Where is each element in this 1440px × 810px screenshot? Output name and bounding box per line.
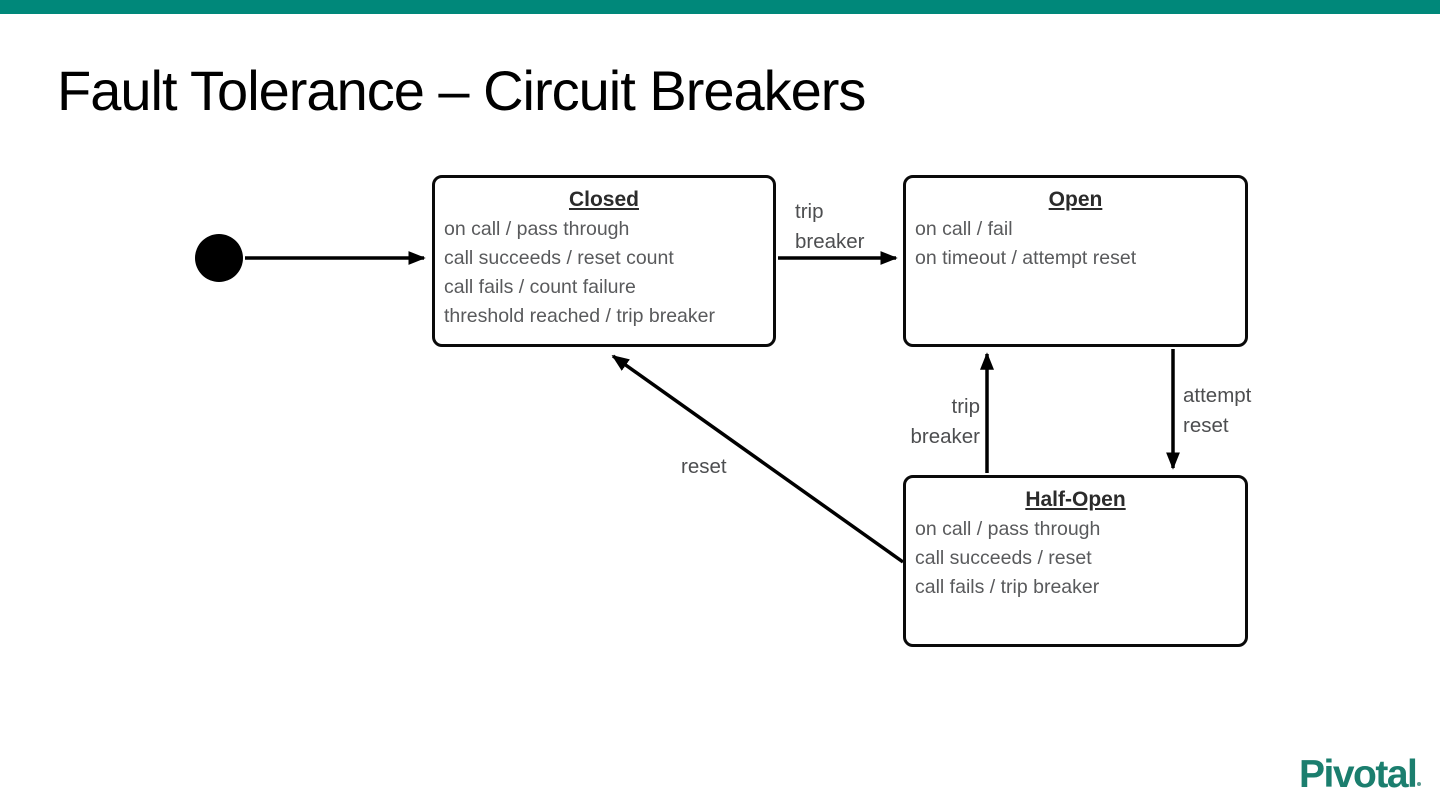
state-title-open: Open: [1048, 188, 1103, 211]
transition-label-line: reset: [1183, 414, 1229, 437]
transition-label-line: breaker: [795, 230, 865, 253]
state-body-closed: on call / pass through call succeeds / r…: [435, 214, 773, 331]
state-box-half-open: Half-Open on call / pass through call su…: [903, 475, 1248, 647]
state-line: on timeout / attempt reset: [915, 247, 1137, 269]
pivotal-logo: Pivotal: [1299, 753, 1422, 797]
page-title: Fault Tolerance – Circuit Breakers: [57, 59, 866, 122]
top-accent-bar: [0, 0, 1440, 14]
transition-label-line: trip: [795, 200, 824, 223]
state-line: on call / pass through: [444, 218, 630, 240]
state-line: call fails / count failure: [444, 276, 636, 298]
transition-label-open-to-halfopen: attempt reset: [1183, 381, 1251, 441]
state-title-closed: Closed: [568, 188, 639, 211]
transition-label-halfopen-to-closed: reset: [681, 452, 727, 482]
state-line: on call / fail: [915, 218, 1013, 240]
transition-label-line: attempt: [1183, 384, 1252, 407]
state-line: threshold reached / trip breaker: [444, 305, 715, 327]
transition-label-halfopen-to-open: trip breaker: [910, 392, 980, 452]
arrow-halfopen-to-closed: [611, 354, 905, 564]
transition-label-closed-to-open: trip breaker: [795, 197, 865, 257]
state-title-half-open: Half-Open: [1025, 488, 1126, 511]
state-body-open: on call / fail on timeout / attempt rese…: [906, 214, 1245, 273]
state-box-open: Open on call / fail on timeout / attempt…: [903, 175, 1248, 347]
state-line: call fails / trip breaker: [915, 576, 1100, 598]
transition-label-line: breaker: [910, 425, 980, 448]
pivotal-logo-text: Pivotal: [1299, 753, 1418, 796]
state-line: on call / pass through: [915, 518, 1101, 540]
initial-state-dot: [195, 234, 243, 282]
transition-label-line: trip: [951, 395, 980, 418]
state-body-half-open: on call / pass through call succeeds / r…: [906, 514, 1245, 602]
state-box-closed: Closed on call / pass through call succe…: [432, 175, 776, 347]
registered-mark: [1417, 782, 1422, 786]
transition-label-line: reset: [681, 455, 727, 478]
state-line: call succeeds / reset count: [444, 247, 674, 269]
state-line: call succeeds / reset: [915, 547, 1092, 569]
